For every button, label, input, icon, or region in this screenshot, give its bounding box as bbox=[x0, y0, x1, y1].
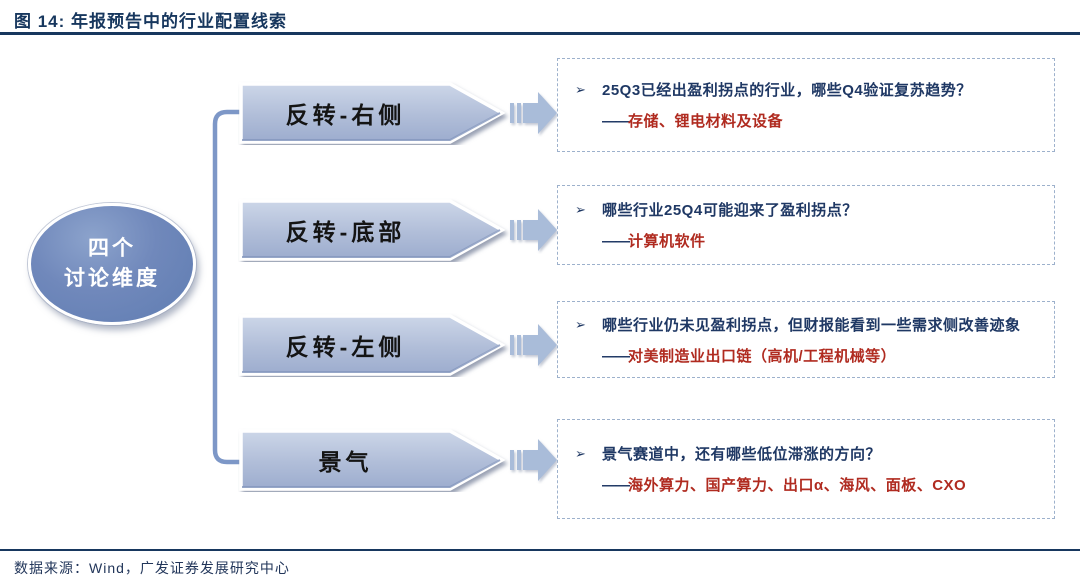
result-box-4: ➢ 景气赛道中，还有哪些低位滞涨的方向？ ——海外算力、国产算力、出口α、海风、… bbox=[557, 419, 1055, 519]
hub-ellipse: 四个 讨论维度 bbox=[28, 203, 196, 325]
hub-label-line2: 讨论维度 bbox=[64, 267, 160, 290]
pentagon-label: 反转-左侧 bbox=[285, 334, 406, 360]
arrowhead-bullet-icon: ➢ bbox=[575, 82, 586, 97]
pentagon-row-4: 景气 bbox=[238, 428, 510, 492]
answer-line: ——计算机软件 bbox=[602, 230, 1054, 251]
striped-right-arrow-icon bbox=[510, 209, 557, 251]
question-text: 景气赛道中，还有哪些低位滞涨的方向？ bbox=[602, 446, 882, 463]
question-line: ➢ 25Q3已经出盈利拐点的行业，哪些Q4验证复苏趋势？ bbox=[575, 79, 1054, 100]
arrowhead-bullet-icon: ➢ bbox=[575, 316, 586, 332]
question-line: ➢ 哪些行业25Q4可能迎来了盈利拐点？ bbox=[575, 199, 1054, 220]
pentagon-row-3: 反转-左侧 bbox=[238, 313, 510, 377]
data-source-note: 数据来源：Wind，广发证券发展研究中心 bbox=[14, 560, 290, 576]
question-text: 哪些行业25Q4可能迎来了盈利拐点？ bbox=[602, 202, 858, 219]
result-box-1: ➢ 25Q3已经出盈利拐点的行业，哪些Q4验证复苏趋势？ ——存储、锂电材料及设… bbox=[557, 58, 1055, 152]
pentagon-shape-icon bbox=[239, 199, 506, 261]
hub-label-line1: 四个 bbox=[88, 237, 136, 260]
answer-line: ——对美制造业出口链（高机/工程机械等） bbox=[602, 345, 1054, 366]
pentagon-shape-icon bbox=[239, 82, 506, 144]
result-box-2: ➢ 哪些行业25Q4可能迎来了盈利拐点？ ——计算机软件 bbox=[557, 185, 1055, 265]
arrowhead-bullet-icon: ➢ bbox=[575, 446, 586, 461]
answer-text: 对美制造业出口链（高机/工程机械等） bbox=[628, 347, 897, 365]
answer-line: ——海外算力、国产算力、出口α、海风、面板、CXO bbox=[602, 474, 1054, 495]
answer-line: ——存储、锂电材料及设备 bbox=[602, 110, 1054, 131]
pentagon-row-1: 反转-右侧 bbox=[238, 81, 510, 145]
answer-dash: —— bbox=[602, 477, 630, 494]
pentagon-row-2: 反转-底部 bbox=[238, 198, 510, 262]
bracket-connector bbox=[212, 109, 244, 465]
striped-right-arrow-icon bbox=[510, 439, 557, 481]
title-divider bbox=[0, 32, 1080, 35]
pentagon-shape-icon bbox=[239, 314, 506, 376]
answer-text: 存储、锂电材料及设备 bbox=[628, 113, 784, 130]
answer-text: 计算机软件 bbox=[628, 233, 706, 250]
pentagon-shape-icon bbox=[239, 429, 506, 491]
figure-title: 图 14: 年报预告中的行业配置线索 bbox=[14, 12, 288, 31]
striped-right-arrow-icon bbox=[510, 92, 557, 134]
answer-dash: —— bbox=[602, 113, 630, 130]
pentagon-label: 反转-右侧 bbox=[285, 102, 406, 128]
question-text: 哪些行业仍未见盈利拐点，但财报能看到一些需求侧改善迹象 bbox=[602, 316, 1021, 334]
question-line: ➢ 景气赛道中，还有哪些低位滞涨的方向？ bbox=[575, 443, 1054, 464]
answer-dash: —— bbox=[602, 347, 630, 365]
answer-dash: —— bbox=[602, 233, 630, 250]
result-box-3: ➢ 哪些行业仍未见盈利拐点，但财报能看到一些需求侧改善迹象 ——对美制造业出口链… bbox=[557, 301, 1055, 378]
pentagon-label: 景气 bbox=[318, 449, 373, 475]
question-text: 25Q3已经出盈利拐点的行业，哪些Q4验证复苏趋势？ bbox=[602, 82, 972, 99]
question-line: ➢ 哪些行业仍未见盈利拐点，但财报能看到一些需求侧改善迹象 bbox=[575, 314, 1054, 335]
answer-text: 海外算力、国产算力、出口α、海风、面板、CXO bbox=[628, 477, 967, 494]
footer-divider bbox=[0, 549, 1080, 551]
arrowhead-bullet-icon: ➢ bbox=[575, 202, 586, 217]
pentagon-label: 反转-底部 bbox=[285, 219, 406, 245]
striped-right-arrow-icon bbox=[510, 324, 557, 366]
